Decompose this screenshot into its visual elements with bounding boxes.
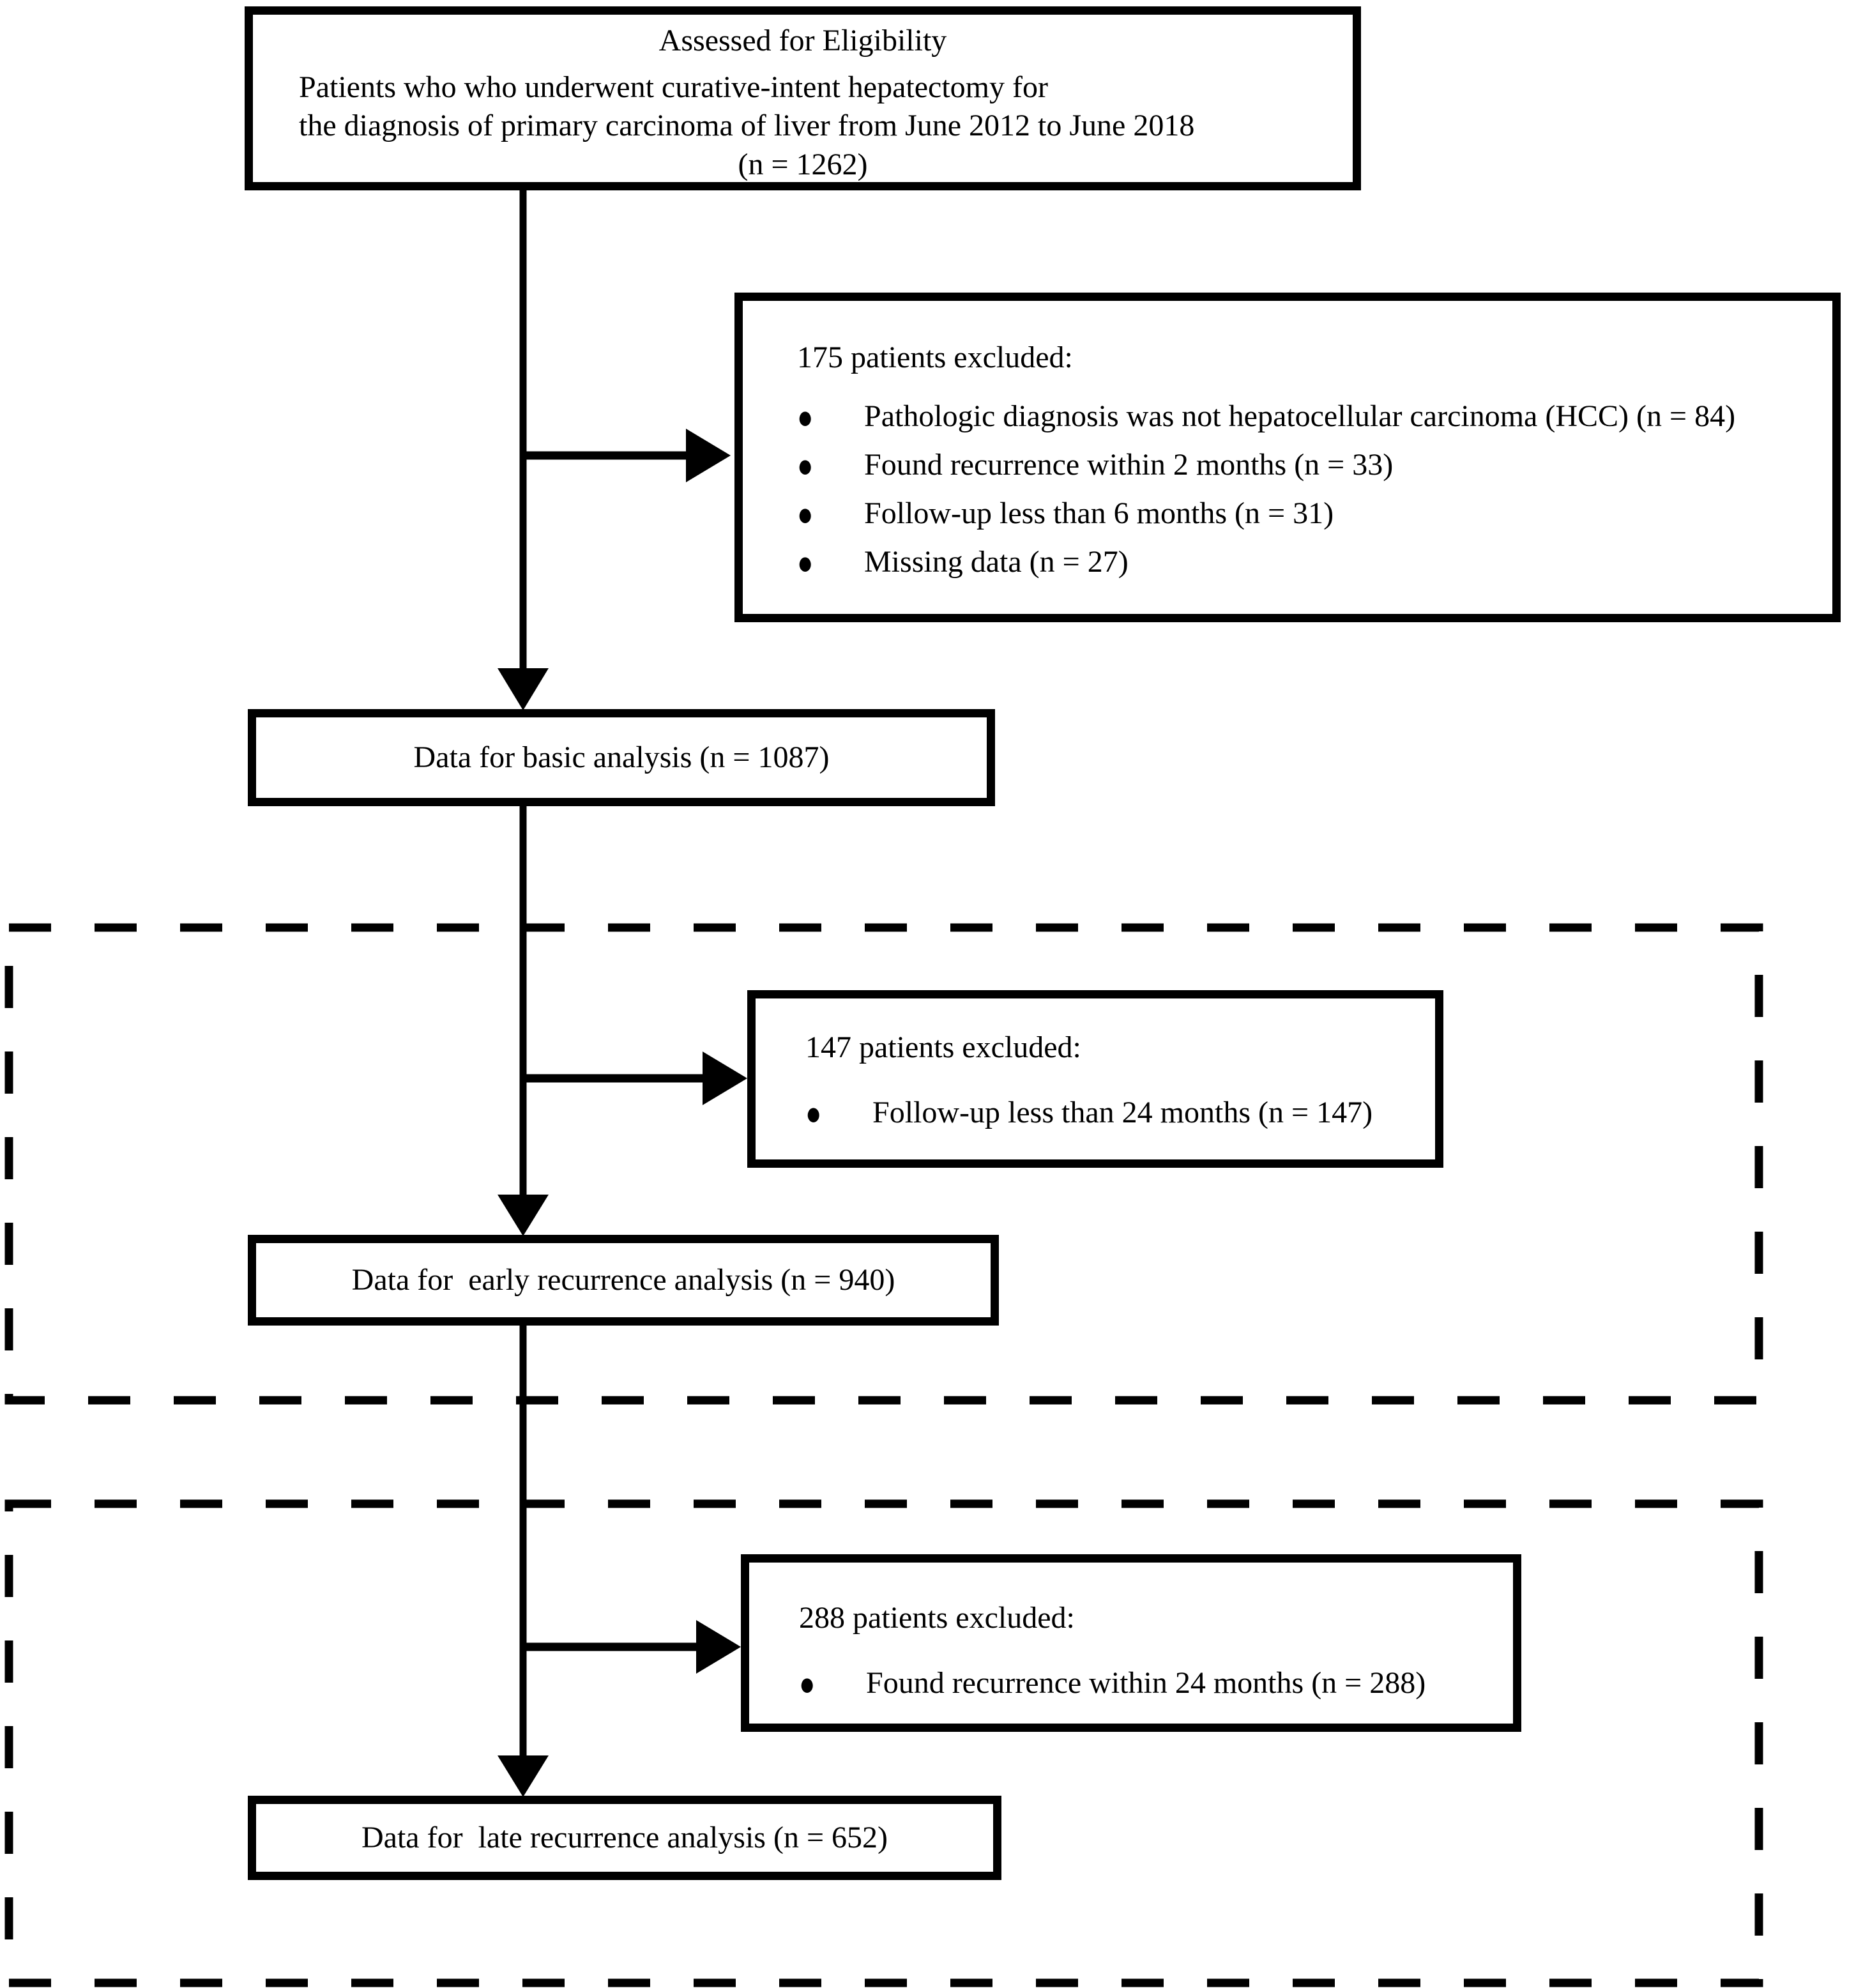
list-item: ● Found recurrence within 24 months (n =… — [799, 1660, 1500, 1708]
basic-analysis-label: Data for basic analysis (n = 1087) — [413, 740, 830, 775]
box-excluded-147: 147 patients excluded: ● Follow-up less … — [747, 990, 1443, 1168]
excluded-175-item-text: Missing data (n = 27) — [864, 545, 1129, 579]
excluded-175-list: ● Pathologic diagnosis was not hepatocel… — [797, 393, 1813, 587]
excluded-175-item-text: Follow-up less than 6 months (n = 31) — [864, 496, 1334, 530]
eligibility-title: Assessed for Eligibility — [658, 24, 947, 57]
bullet-icon: ● — [797, 448, 814, 485]
excluded-288-list: ● Found recurrence within 24 months (n =… — [799, 1660, 1500, 1708]
box-excluded-288: 288 patients excluded: ● Found recurrenc… — [741, 1554, 1521, 1732]
bullet-icon: ● — [799, 1666, 816, 1703]
early-recurrence-label: Data for early recurrence analysis (n = … — [351, 1263, 895, 1297]
list-item: ● Pathologic diagnosis was not hepatocel… — [797, 393, 1813, 441]
box-excluded-175: 175 patients excluded: ● Pathologic diag… — [734, 293, 1841, 622]
late-recurrence-label: Data for late recurrence analysis (n = 6… — [361, 1821, 888, 1855]
box-assessed-for-eligibility: Assessed for Eligibility Patients who wh… — [245, 6, 1361, 190]
excluded-288-heading: 288 patients excluded: — [799, 1601, 1075, 1635]
excluded-288-item-text: Found recurrence within 24 months (n = 2… — [866, 1666, 1426, 1700]
arrowhead-right-2 — [703, 1051, 747, 1105]
excluded-147-list: ● Follow-up less than 24 months (n = 147… — [805, 1089, 1422, 1138]
bullet-icon: ● — [797, 545, 814, 582]
eligibility-line-2: the diagnosis of primary carcinoma of li… — [299, 109, 1195, 142]
eligibility-n-count: (n = 1262) — [738, 148, 868, 181]
excluded-147-heading: 147 patients excluded: — [805, 1030, 1081, 1064]
eligibility-line-1: Patients who who underwent curative-inte… — [299, 70, 1048, 104]
box-basic-analysis: Data for basic analysis (n = 1087) — [248, 709, 995, 806]
dashed-region-late-recurrence — [4, 1499, 1763, 1987]
arrowhead-right-1 — [686, 429, 731, 482]
list-item: ● Found recurrence within 2 months (n = … — [797, 441, 1813, 490]
list-item: ● Follow-up less than 24 months (n = 147… — [805, 1089, 1422, 1138]
bullet-icon: ● — [797, 496, 814, 533]
list-item: ● Follow-up less than 6 months (n = 31) — [797, 490, 1813, 539]
dashed-region-early-recurrence — [4, 923, 1763, 1405]
excluded-175-heading: 175 patients excluded: — [797, 340, 1073, 374]
box-early-recurrence-analysis: Data for early recurrence analysis (n = … — [248, 1235, 999, 1326]
arrowhead-down-2 — [498, 1195, 549, 1236]
bullet-icon: ● — [805, 1096, 822, 1133]
excluded-175-item-text: Found recurrence within 2 months (n = 33… — [864, 448, 1394, 482]
arrowhead-down-3 — [498, 1755, 549, 1797]
arrowhead-right-3 — [696, 1620, 741, 1674]
arrowhead-down-1 — [498, 668, 549, 710]
bullet-icon: ● — [797, 399, 814, 436]
box-late-recurrence-analysis: Data for late recurrence analysis (n = 6… — [248, 1796, 1001, 1880]
excluded-175-item-text: Pathologic diagnosis was not hepatocellu… — [864, 399, 1736, 433]
excluded-147-item-text: Follow-up less than 24 months (n = 147) — [872, 1096, 1373, 1129]
list-item: ● Missing data (n = 27) — [797, 539, 1813, 587]
